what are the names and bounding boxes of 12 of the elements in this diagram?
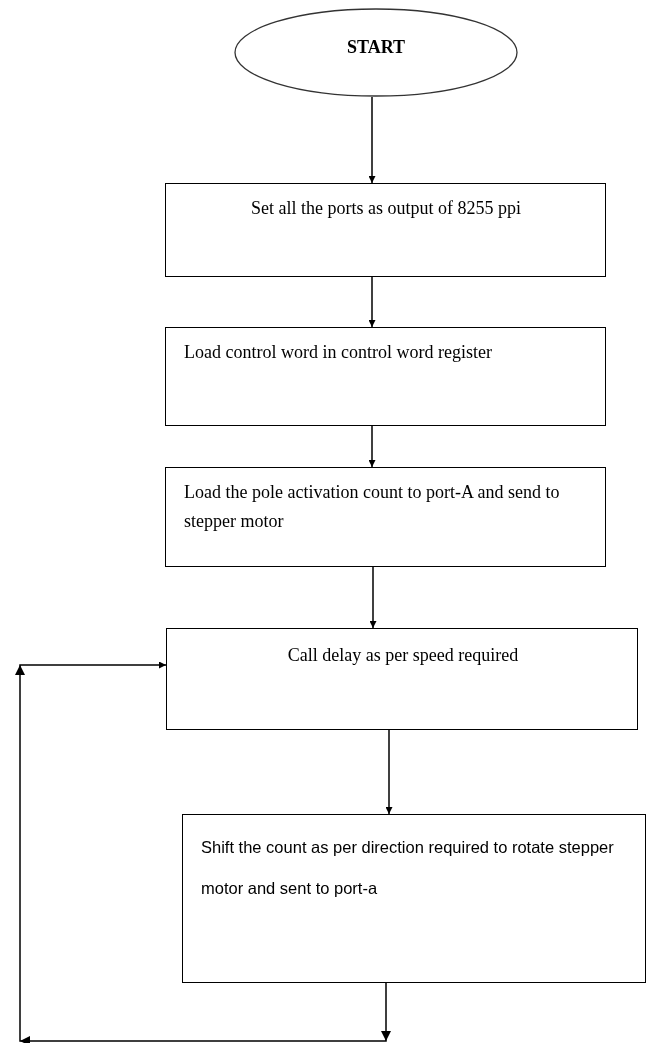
step-text: Set all the ports as output of 8255 ppi bbox=[250, 197, 522, 220]
start-ellipse bbox=[234, 8, 518, 97]
step-text: Call delay as per speed required bbox=[286, 644, 520, 667]
process-box bbox=[165, 327, 606, 426]
process-box bbox=[165, 183, 606, 277]
step-text: Load control word in control word register bbox=[184, 341, 493, 364]
step-text: Shift the count as per direction required to rotate stepper motor and sent to port-a bbox=[201, 837, 615, 899]
step-text: Load the pole activation count to port-A and send to stepper motor bbox=[184, 481, 561, 533]
step-text: START bbox=[345, 36, 407, 59]
process-box bbox=[165, 467, 606, 567]
process-box bbox=[166, 628, 638, 730]
process-box bbox=[182, 814, 646, 983]
